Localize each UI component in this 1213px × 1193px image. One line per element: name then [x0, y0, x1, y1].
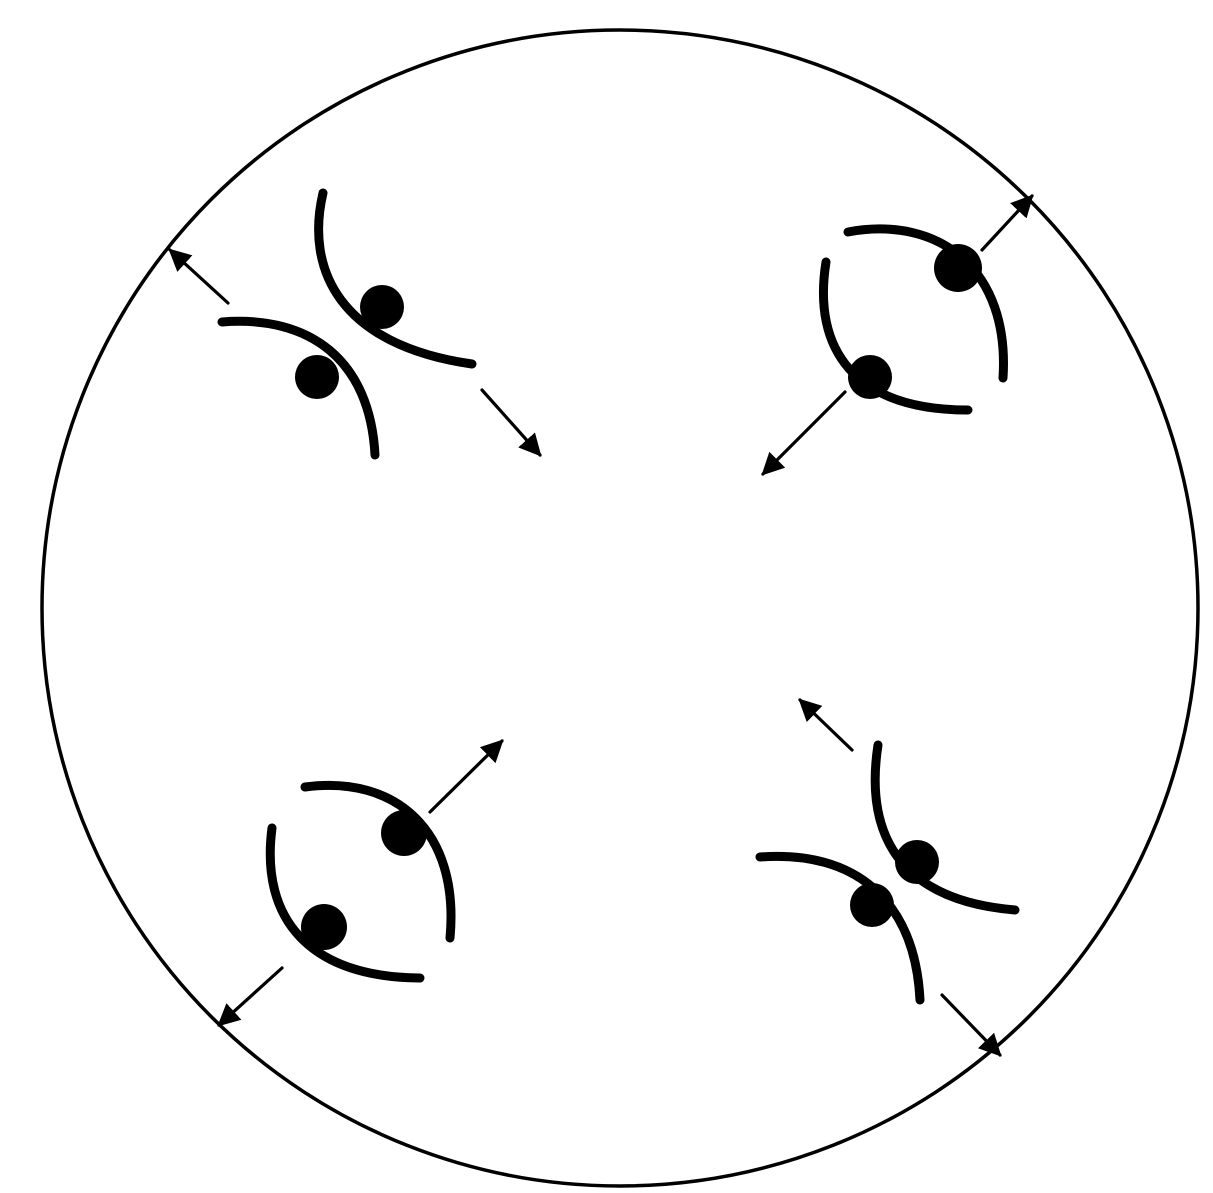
particle-upper-left-b	[295, 355, 339, 399]
particle-upper-right-a	[934, 244, 982, 292]
particle-upper-right-b	[848, 355, 892, 399]
group-upper-left	[170, 193, 540, 455]
group-lower-right	[760, 700, 1015, 1055]
arc-lower-right-a	[875, 745, 1015, 910]
arrow-lower-left-in	[430, 741, 502, 812]
particle-upper-left-a	[360, 285, 404, 329]
arrow-lower-left-out	[219, 968, 282, 1025]
arrow-upper-right-out	[982, 196, 1032, 250]
arrow-upper-left-in	[482, 390, 540, 455]
group-upper-right	[763, 196, 1032, 474]
particle-lower-left-a	[381, 810, 427, 856]
particle-lower-left-b	[301, 904, 347, 950]
arrow-upper-left-out	[170, 250, 228, 303]
arrow-lower-right-out	[942, 995, 1000, 1055]
arc-lower-right-b	[760, 856, 920, 1000]
particle-lower-right-b	[850, 883, 894, 927]
arc-upper-left-a	[319, 193, 472, 364]
group-lower-left	[219, 741, 502, 1025]
particle-lower-right-a	[895, 840, 939, 884]
arrow-upper-right-in	[763, 392, 845, 474]
arrow-lower-right-in	[800, 700, 852, 750]
